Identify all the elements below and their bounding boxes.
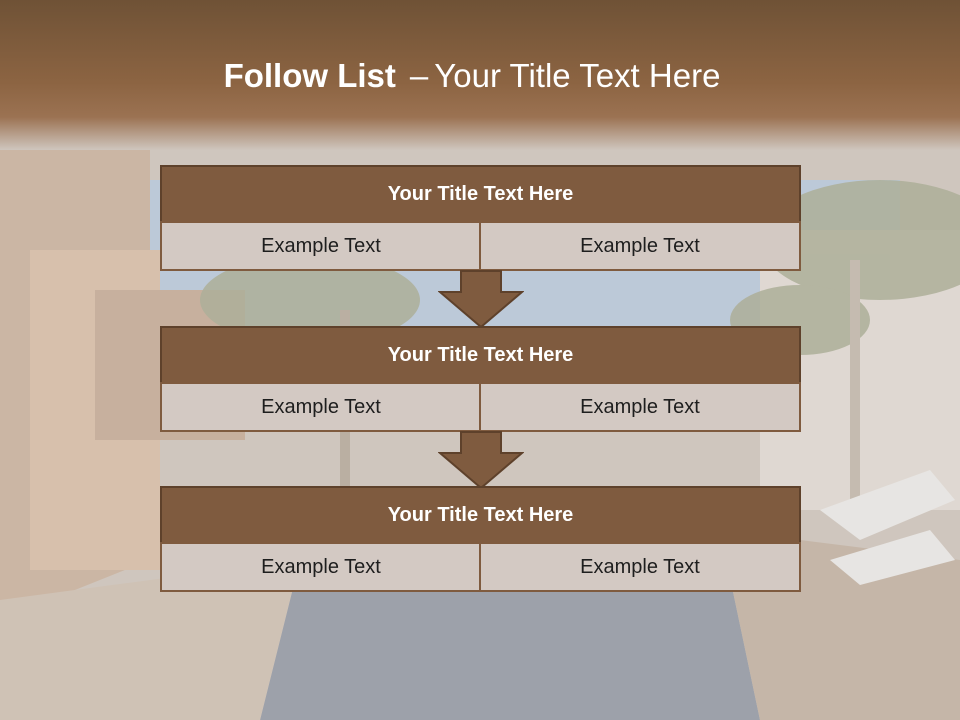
block-item-right: Example Text <box>479 542 801 592</box>
slide-title-rest: Your Title Text Here <box>434 57 721 94</box>
block-item-left: Example Text <box>160 542 482 592</box>
list-block-3: Your Title Text Here Example Text Exampl… <box>160 486 801 592</box>
down-arrow-icon <box>438 431 524 489</box>
block-title: Your Title Text Here <box>160 165 801 223</box>
slide-title: Follow List–Your Title Text Here <box>0 56 944 96</box>
block-item-right: Example Text <box>479 382 801 432</box>
title-band <box>0 0 960 150</box>
block-item-right: Example Text <box>479 221 801 271</box>
slide-title-bold: Follow List <box>223 57 396 94</box>
list-block-2: Your Title Text Here Example Text Exampl… <box>160 326 801 432</box>
block-title: Your Title Text Here <box>160 326 801 384</box>
list-block-1: Your Title Text Here Example Text Exampl… <box>160 165 801 271</box>
block-item-left: Example Text <box>160 221 482 271</box>
block-title: Your Title Text Here <box>160 486 801 544</box>
slide-title-separator: – <box>409 57 429 94</box>
down-arrow-icon <box>438 270 524 328</box>
block-item-left: Example Text <box>160 382 482 432</box>
